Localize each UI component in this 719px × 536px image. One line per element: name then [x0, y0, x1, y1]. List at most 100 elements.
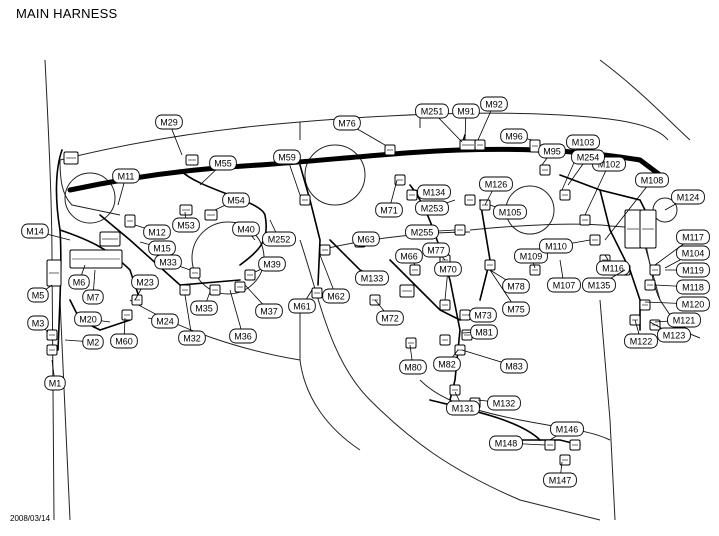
connector-label: M54 — [227, 195, 245, 205]
connector-label: M72 — [381, 313, 399, 323]
connector-label-box — [151, 313, 179, 329]
connector-label-box — [322, 288, 350, 304]
connector-label-box — [676, 245, 710, 261]
connector-label-box — [547, 277, 581, 293]
connector-label-box — [209, 155, 237, 171]
connector-label: M78 — [507, 281, 525, 291]
connector-label: M117 — [682, 232, 704, 242]
connector-label: M96 — [505, 131, 523, 141]
connector-label-box — [21, 223, 49, 239]
connector-label-box — [671, 189, 705, 205]
connector-label-box — [514, 248, 548, 264]
connector-label: M12 — [148, 227, 166, 237]
connector-label: M32 — [183, 333, 201, 343]
label-group: M1M2M3M5M6M7M11M12M14M15M20M23M24M29M32M… — [21, 96, 710, 488]
connector-label-box — [433, 356, 461, 372]
connector-label-box — [657, 327, 691, 343]
connector-label: M37 — [260, 306, 278, 316]
connector-label-box — [172, 217, 200, 233]
connector-label-box — [538, 143, 566, 159]
connector-label-box — [68, 274, 90, 290]
connector-label: M252 — [268, 234, 291, 244]
connector-label: M66 — [400, 251, 418, 261]
connector-label-box — [258, 256, 286, 272]
connector-label: M6 — [73, 277, 86, 287]
connector-label-box — [502, 278, 530, 294]
connector-label: M60 — [115, 336, 133, 346]
connector-label-box — [27, 315, 49, 331]
connector-label-box — [222, 192, 250, 208]
connector-label-box — [255, 303, 283, 319]
connector-label-box — [232, 221, 260, 237]
connector-label: M81 — [475, 327, 493, 337]
connector-label: M23 — [136, 277, 154, 287]
connector-label-box — [479, 176, 513, 192]
connector-label-box — [27, 287, 49, 303]
connector-label: M83 — [505, 361, 523, 371]
connector-label: M119 — [682, 265, 704, 275]
leader-line — [584, 163, 610, 216]
connector-label: M109 — [520, 251, 543, 261]
connector-label: M39 — [263, 259, 281, 269]
connector-label: M24 — [156, 316, 174, 326]
connector-label-box — [469, 307, 497, 323]
connector-label: M5 — [32, 290, 45, 300]
connector-label-box — [417, 184, 451, 200]
connector-group — [46, 139, 661, 466]
connector-label-box — [355, 270, 389, 286]
connector-label: M126 — [485, 179, 508, 189]
connector-label-box — [273, 149, 301, 165]
connector-label-box — [376, 310, 404, 326]
connector-label: M71 — [380, 205, 398, 215]
connector-label: M253 — [421, 203, 444, 213]
connector-label-box — [178, 330, 206, 346]
connector-label: M35 — [195, 303, 213, 313]
connector-label: M14 — [26, 226, 44, 236]
connector-label: M120 — [682, 299, 705, 309]
connector-label: M80 — [404, 362, 422, 372]
connector-label: M124 — [677, 192, 700, 202]
connector-label-box — [229, 328, 257, 344]
connector-label-box — [635, 172, 669, 188]
connector-label: M148 — [495, 438, 518, 448]
connector-label: M76 — [338, 118, 356, 128]
connector-label-box — [434, 261, 462, 277]
connector-label: M121 — [673, 315, 696, 325]
connector-label: M55 — [214, 158, 232, 168]
connector-label-box — [500, 358, 528, 374]
connector-label: M133 — [361, 273, 384, 283]
connector-label-box — [405, 224, 439, 240]
diagram-date: 2008/03/14 — [10, 514, 51, 523]
connector-label-box — [676, 279, 710, 295]
connector-label-box — [582, 277, 616, 293]
connector-label-box — [352, 231, 380, 247]
connector-label: M91 — [457, 106, 475, 116]
connector-label: M255 — [411, 227, 434, 237]
connector-label-box — [676, 262, 710, 278]
connector-label: M110 — [545, 241, 567, 251]
connector-label-box — [375, 202, 403, 218]
connector-label: M62 — [327, 291, 345, 301]
connector-label: M75 — [507, 304, 525, 314]
connector-label: M70 — [439, 264, 457, 274]
connector-label-box — [82, 334, 104, 350]
connector-label-box — [110, 333, 138, 349]
connector-label-box — [566, 134, 600, 150]
connector-label: M116 — [602, 263, 624, 273]
leader-line — [229, 289, 244, 337]
connector-label: M107 — [553, 280, 576, 290]
connector-label: M147 — [549, 475, 572, 485]
connector-label-box — [470, 324, 498, 340]
connector-label-box — [155, 114, 183, 130]
connector-label-box — [415, 200, 449, 216]
connector-label-box — [395, 248, 423, 264]
connector-label: M3 — [32, 318, 45, 328]
connector-label: M122 — [630, 336, 653, 346]
connector-label-box — [422, 242, 450, 258]
connector-label-box — [667, 312, 701, 328]
connector-label-box — [415, 103, 449, 119]
connector-label: M92 — [485, 99, 503, 109]
connector-label-box — [446, 400, 480, 416]
connector-label: M20 — [79, 314, 97, 324]
